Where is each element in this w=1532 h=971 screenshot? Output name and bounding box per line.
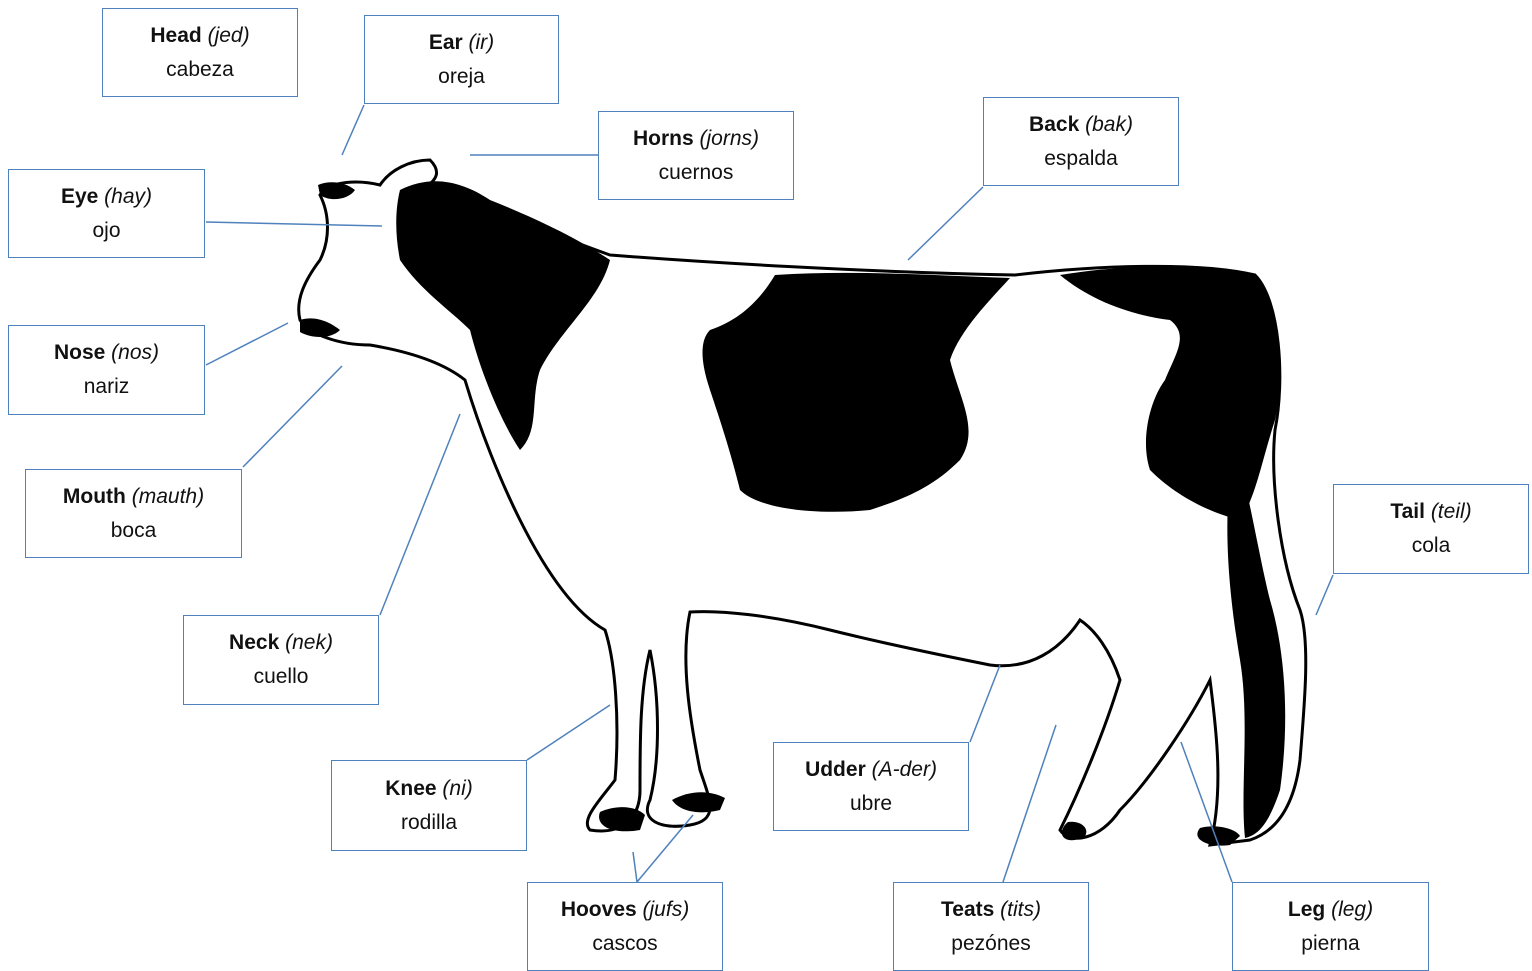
label-spanish: rodilla bbox=[400, 810, 458, 834]
label-back: Back (bak) espalda bbox=[983, 97, 1179, 186]
label-pronunciation: (nek) bbox=[285, 631, 333, 655]
label-udder: Udder (A-der) ubre bbox=[773, 742, 969, 831]
label-english: Back bbox=[1029, 112, 1080, 136]
label-spanish: nariz bbox=[83, 375, 130, 398]
label-english: Hooves bbox=[560, 897, 637, 921]
label-pronunciation: (teil) bbox=[1430, 500, 1472, 524]
label-english: Eye bbox=[60, 184, 99, 208]
label-head: Head (jed) cabeza bbox=[102, 8, 298, 97]
label-pronunciation: (jorns) bbox=[699, 126, 760, 150]
label-spanish: pierna bbox=[1301, 931, 1360, 955]
label-english: Horns bbox=[632, 126, 694, 150]
label-spanish: cola bbox=[1411, 534, 1451, 557]
label-tail: Tail (teil) cola bbox=[1333, 484, 1529, 574]
label-spanish: pezónes bbox=[951, 931, 1031, 955]
label-leg: Leg (leg) pierna bbox=[1232, 882, 1429, 971]
label-pronunciation: (A-der) bbox=[871, 757, 937, 781]
label-horns: Horns (jorns) cuernos bbox=[598, 111, 794, 200]
label-pronunciation: (jufs) bbox=[642, 897, 690, 921]
label-ear: Ear (ir) oreja bbox=[364, 15, 559, 104]
label-pronunciation: (jed) bbox=[207, 23, 250, 47]
label-pronunciation: (leg) bbox=[1331, 897, 1374, 921]
label-eye: Eye (hay) ojo bbox=[8, 169, 205, 258]
label-pronunciation: (ni) bbox=[442, 776, 473, 800]
label-english: Head bbox=[150, 23, 202, 47]
label-spanish: ubre bbox=[849, 791, 893, 815]
label-spanish: cuello bbox=[253, 665, 309, 688]
label-mouth: Mouth (mauth) boca bbox=[25, 469, 242, 558]
cow-spots bbox=[300, 181, 1286, 846]
label-english: Knee bbox=[385, 776, 437, 800]
label-spanish: boca bbox=[110, 518, 157, 542]
label-teats: Teats (tits) pezónes bbox=[893, 882, 1089, 971]
label-pronunciation: (ir) bbox=[468, 30, 495, 54]
label-english: Leg bbox=[1287, 897, 1326, 921]
label-english: Tail bbox=[1390, 500, 1425, 524]
label-spanish: cascos bbox=[592, 931, 658, 955]
label-spanish: espalda bbox=[1044, 146, 1118, 170]
label-neck: Neck (nek) cuello bbox=[183, 615, 379, 705]
label-english: Neck bbox=[229, 631, 280, 655]
label-english: Udder bbox=[805, 757, 866, 781]
label-pronunciation: (hay) bbox=[104, 184, 153, 208]
label-spanish: oreja bbox=[438, 64, 485, 88]
label-spanish: ojo bbox=[92, 218, 121, 242]
label-english: Teats bbox=[941, 897, 995, 921]
label-knee: Knee (ni) rodilla bbox=[331, 760, 527, 851]
label-connectors bbox=[205, 104, 1334, 883]
label-pronunciation: (tits) bbox=[1000, 897, 1041, 921]
label-english: Nose bbox=[53, 341, 106, 365]
label-pronunciation: (bak) bbox=[1085, 112, 1133, 136]
label-nose: Nose (nos) nariz bbox=[8, 325, 205, 415]
label-pronunciation: (nos) bbox=[111, 341, 160, 365]
label-pronunciation: (mauth) bbox=[131, 484, 205, 508]
label-spanish: cabeza bbox=[166, 57, 234, 81]
label-spanish: cuernos bbox=[658, 160, 734, 184]
label-hooves: Hooves (jufs) cascos bbox=[527, 882, 723, 971]
label-english: Mouth bbox=[62, 484, 126, 508]
label-english: Ear bbox=[428, 30, 463, 54]
